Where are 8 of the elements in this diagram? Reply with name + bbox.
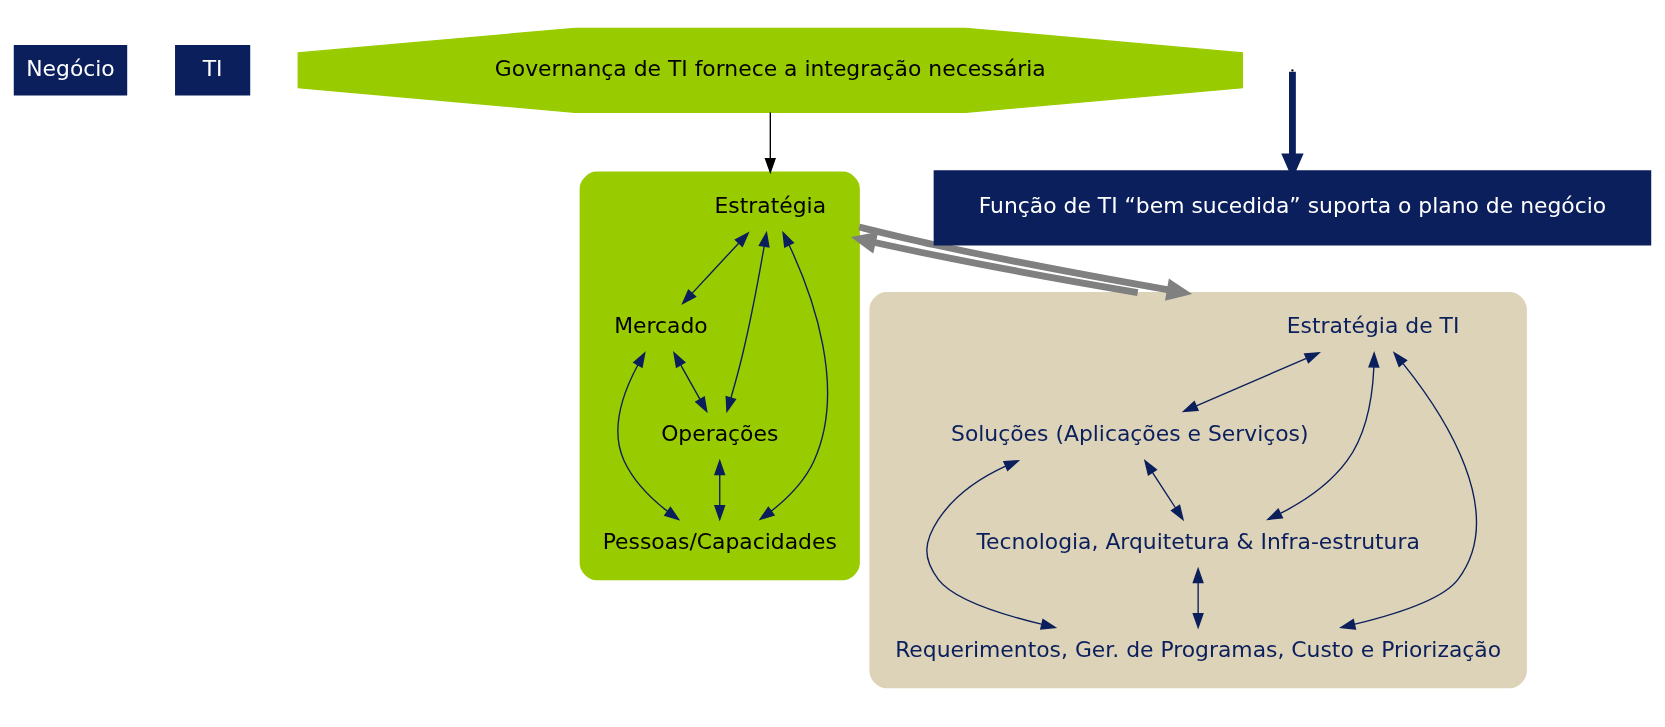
- node-text: Estratégia de TI: [1286, 313, 1460, 339]
- node-text: Estratégia: [714, 193, 827, 219]
- node-text: Soluções (Aplicações e Serviços): [951, 421, 1309, 447]
- node-text: Pessoas/Capacidades: [602, 529, 837, 555]
- node-text: Tecnologia, Arquitetura & Infra-estrutura: [976, 529, 1420, 555]
- node-text: Operações: [661, 421, 779, 447]
- node-text: Mercado: [614, 313, 708, 339]
- node-text: Requerimentos, Ger. de Programas, Custo e Priorização: [895, 637, 1502, 663]
